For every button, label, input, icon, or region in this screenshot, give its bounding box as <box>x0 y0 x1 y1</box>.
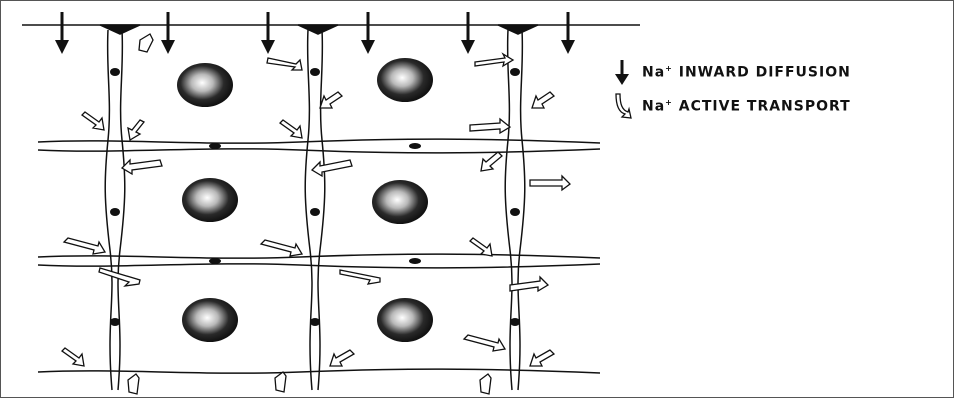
curved-arrow-icon <box>530 176 570 190</box>
curved-arrow-icon <box>275 372 286 392</box>
curved-arrow-icon <box>510 277 548 291</box>
legend-label: Na+ INWARD DIFFUSION <box>642 64 851 81</box>
down-arrow-icon <box>261 12 275 54</box>
down-arrow-icon <box>361 12 375 54</box>
curved-arrow-icon <box>99 268 140 286</box>
nucleus <box>377 298 433 342</box>
curved-arrow-icon <box>82 112 104 130</box>
curved-arrow-icon <box>122 160 162 174</box>
nucleus <box>372 180 428 224</box>
curved-arrow-icon <box>470 119 510 133</box>
nucleus <box>182 298 238 342</box>
nucleus <box>377 58 433 102</box>
curved-arrow-icon <box>261 240 302 256</box>
curved-arrow-icon <box>128 374 139 394</box>
curved-arrow-icon <box>312 160 352 176</box>
down-arrow-icon <box>612 58 632 86</box>
legend-inward-diffusion: Na+ INWARD DIFFUSION <box>612 58 851 86</box>
curved-arrow-icon <box>320 92 342 108</box>
legend-label: Na+ ACTIVE TRANSPORT <box>642 98 851 115</box>
curved-arrow-icon <box>330 350 354 366</box>
curved-arrow-icon <box>464 335 505 351</box>
nucleus <box>177 63 233 107</box>
down-arrow-icon <box>161 12 175 54</box>
down-arrow-icon <box>55 12 69 54</box>
curved-arrow-icon <box>62 348 84 366</box>
nucleus <box>182 178 238 222</box>
curved-arrow-icon <box>64 238 105 254</box>
curved-arrow-icon <box>612 92 632 120</box>
curved-arrow-icon <box>481 152 502 171</box>
apical-membrane <box>22 25 640 34</box>
curved-arrow-icon <box>532 92 554 108</box>
junction-dots <box>110 68 520 326</box>
legend-active-transport: Na+ ACTIVE TRANSPORT <box>612 92 851 120</box>
curved-arrow-icon <box>280 120 302 138</box>
down-arrow-icon <box>461 12 475 54</box>
curved-arrow-icon <box>480 374 491 394</box>
curved-arrow-icon <box>340 270 380 284</box>
curved-arrow-icon <box>470 238 492 256</box>
curved-arrow-icon <box>530 350 554 366</box>
curved-arrow-icon <box>267 58 302 70</box>
curved-arrow-icon <box>128 120 144 140</box>
curved-arrow-icon <box>139 34 153 52</box>
down-arrow-icon <box>561 12 575 54</box>
